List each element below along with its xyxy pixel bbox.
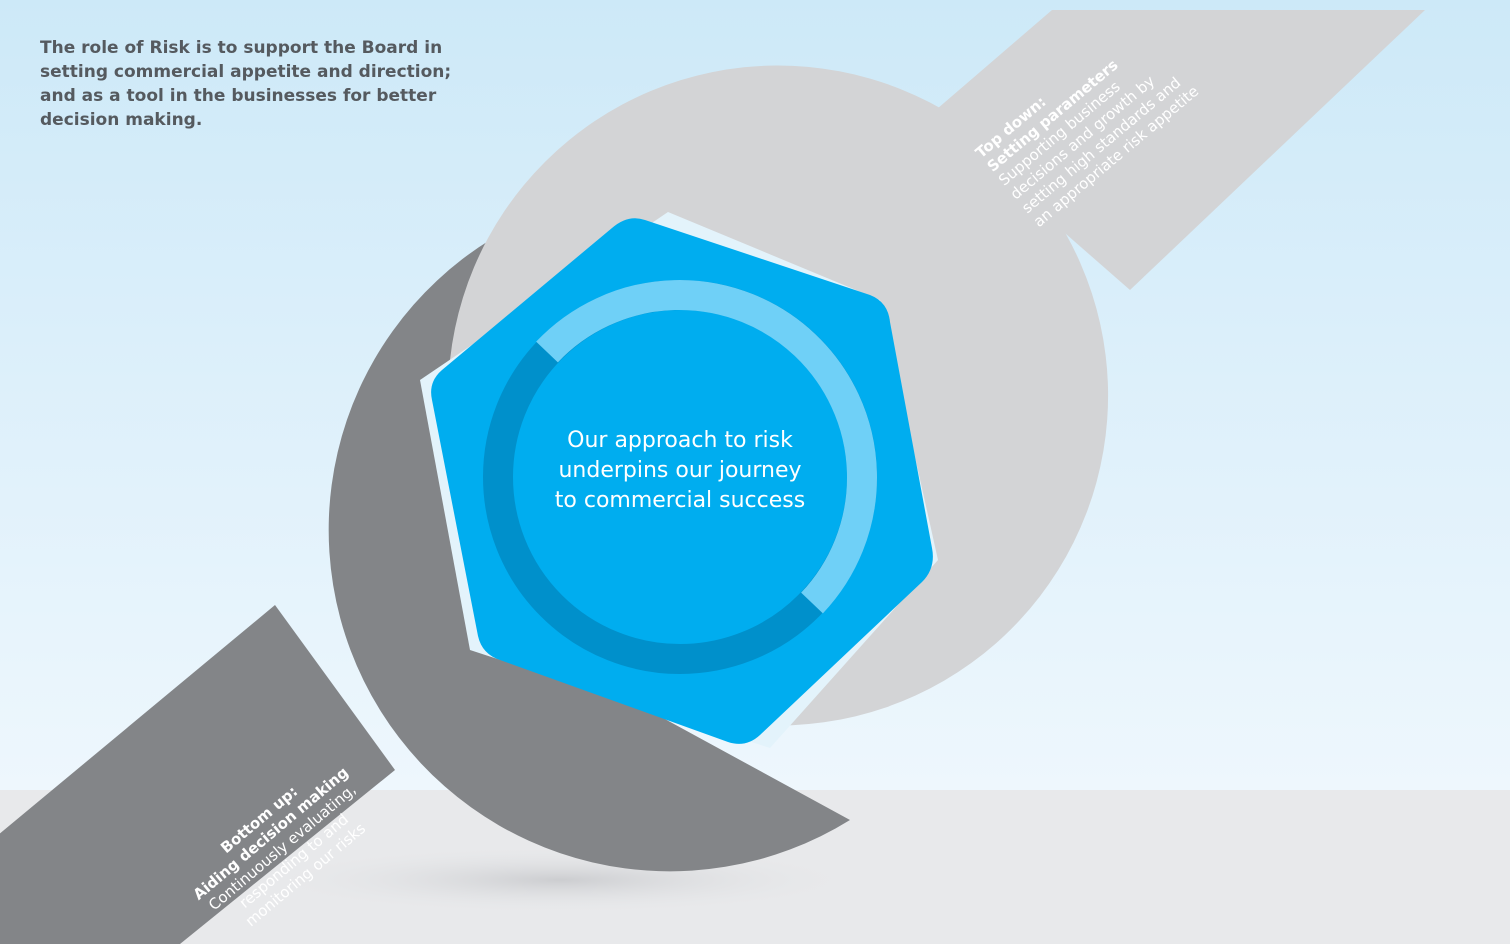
intro-line: The role of Risk is to support the Board… [40, 38, 443, 58]
bottom-wrench-handle [0, 605, 395, 944]
intro-line: and as a tool in the businesses for bett… [40, 86, 437, 106]
intro-text: The role of Risk is to support the Board… [40, 36, 460, 132]
center-line: Our approach to risk [567, 428, 793, 453]
intro-line: decision making. [40, 110, 203, 130]
center-statement: Our approach to risk underpins our journ… [540, 426, 820, 516]
intro-line: setting commercial appetite and directio… [40, 62, 452, 82]
center-line: to commercial success [554, 488, 806, 513]
ring-light-arc [536, 280, 877, 614]
center-line: underpins our journey [558, 458, 802, 483]
